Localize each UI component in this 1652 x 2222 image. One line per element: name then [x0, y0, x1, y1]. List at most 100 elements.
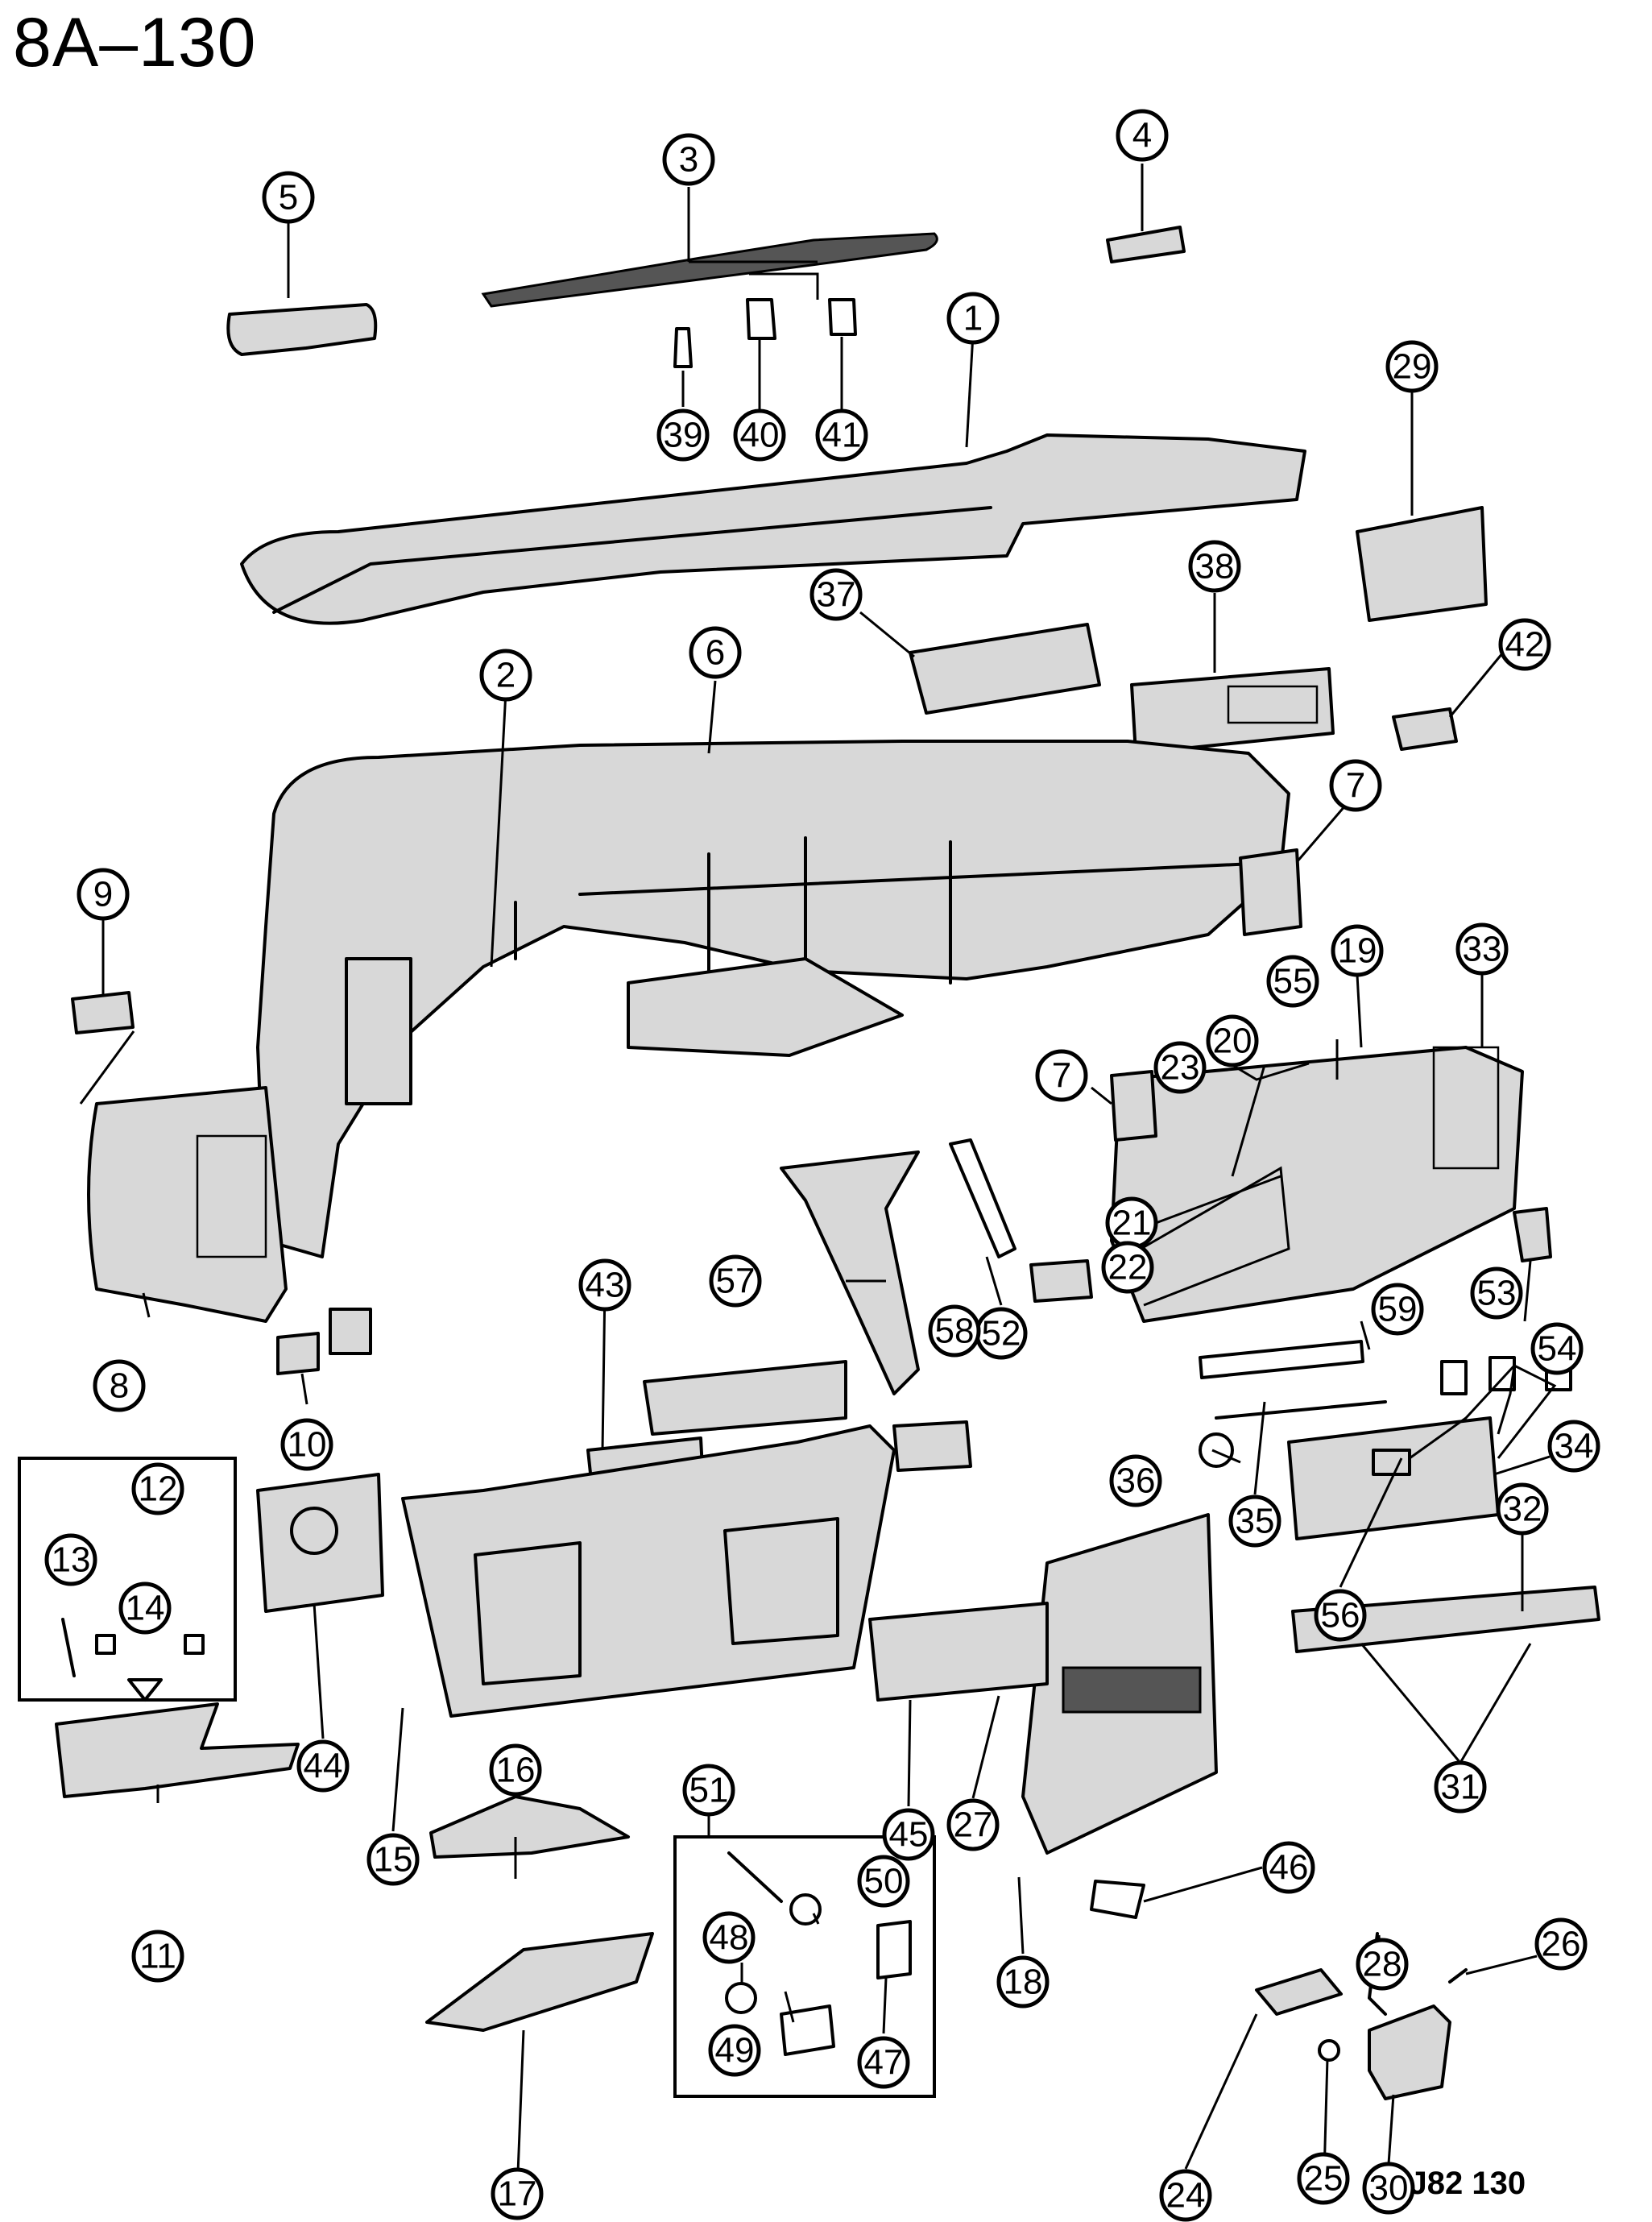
svg-text:3: 3 — [679, 140, 698, 180]
svg-text:1: 1 — [963, 299, 983, 338]
svg-text:45: 45 — [889, 1815, 929, 1855]
svg-text:15: 15 — [374, 1840, 413, 1880]
svg-text:27: 27 — [954, 1805, 993, 1845]
svg-text:21: 21 — [1112, 1204, 1152, 1243]
callout-39: 39 — [656, 408, 710, 462]
svg-text:31: 31 — [1441, 1768, 1480, 1807]
svg-text:57: 57 — [716, 1262, 756, 1301]
callout-53: 53 — [1470, 1266, 1523, 1320]
svg-text:47: 47 — [864, 2043, 904, 2083]
callout-4: 4 — [1116, 109, 1169, 162]
svg-text:17: 17 — [498, 2174, 537, 2214]
lighter-detail-box — [673, 1835, 936, 2098]
callout-13: 13 — [44, 1533, 97, 1586]
callout-52: 52 — [975, 1307, 1028, 1360]
svg-text:35: 35 — [1236, 1502, 1275, 1541]
callout-24: 24 — [1159, 2169, 1212, 2222]
svg-text:16: 16 — [496, 1751, 536, 1790]
callout-1: 1 — [946, 292, 1000, 345]
svg-text:49: 49 — [715, 2031, 755, 2071]
svg-text:24: 24 — [1166, 2176, 1206, 2216]
svg-text:23: 23 — [1161, 1048, 1200, 1088]
svg-text:41: 41 — [822, 416, 862, 455]
svg-text:12: 12 — [139, 1470, 178, 1509]
callout-48: 48 — [702, 1911, 756, 1964]
callout-3: 3 — [662, 133, 715, 186]
leader-lines — [79, 164, 1557, 2205]
svg-text:43: 43 — [586, 1266, 625, 1305]
svg-text:26: 26 — [1542, 1925, 1581, 1964]
svg-text:6: 6 — [706, 633, 725, 673]
svg-text:7: 7 — [1346, 766, 1365, 806]
svg-text:53: 53 — [1477, 1274, 1517, 1313]
hardware-detail-box — [18, 1457, 237, 1702]
callout-18: 18 — [996, 1955, 1050, 2009]
svg-text:39: 39 — [664, 416, 703, 455]
callout-32: 32 — [1496, 1482, 1549, 1536]
svg-text:33: 33 — [1463, 930, 1502, 969]
svg-text:7: 7 — [1052, 1056, 1071, 1096]
callout-50: 50 — [857, 1855, 910, 1908]
callout-56: 56 — [1314, 1589, 1367, 1642]
svg-text:25: 25 — [1304, 2159, 1344, 2199]
svg-text:8: 8 — [110, 1366, 129, 1406]
callout-47: 47 — [857, 2036, 910, 2089]
svg-text:44: 44 — [304, 1747, 343, 1786]
callout-26: 26 — [1534, 1917, 1588, 1971]
callout-16: 16 — [489, 1743, 542, 1797]
svg-text:51: 51 — [689, 1771, 729, 1810]
detail-boxes — [18, 1457, 936, 2098]
callout-44: 44 — [296, 1739, 350, 1793]
callout-10: 10 — [280, 1418, 333, 1471]
svg-text:48: 48 — [710, 1918, 749, 1958]
page-title: 8A–130 — [13, 4, 257, 81]
svg-text:37: 37 — [817, 575, 856, 615]
callout-23: 23 — [1153, 1041, 1207, 1094]
callout-7-upper: 7 — [1329, 759, 1382, 812]
svg-text:28: 28 — [1363, 1945, 1402, 1984]
svg-text:18: 18 — [1004, 1963, 1043, 2002]
callout-57: 57 — [709, 1254, 762, 1308]
svg-text:2: 2 — [496, 656, 515, 695]
callout-45: 45 — [882, 1808, 935, 1861]
svg-text:40: 40 — [740, 416, 780, 455]
callout-46: 46 — [1262, 1841, 1315, 1894]
svg-text:13: 13 — [52, 1540, 91, 1580]
callout-17: 17 — [491, 2167, 544, 2220]
svg-text:20: 20 — [1213, 1022, 1252, 1061]
callout-8: 8 — [93, 1359, 146, 1412]
svg-text:22: 22 — [1108, 1248, 1148, 1287]
svg-text:42: 42 — [1505, 625, 1545, 665]
svg-text:46: 46 — [1269, 1848, 1309, 1888]
callout-51: 51 — [682, 1764, 735, 1817]
callout-11: 11 — [131, 1930, 184, 1983]
callouts: 1 2 3 4 5 6 7 7 8 9 10 11 12 13 14 15 16… — [44, 109, 1600, 2222]
callout-43: 43 — [578, 1258, 631, 1312]
svg-text:9: 9 — [93, 875, 113, 914]
part-drawings — [55, 226, 1600, 2100]
callout-38: 38 — [1188, 540, 1241, 593]
callout-30: 30 — [1362, 2162, 1415, 2215]
callout-42: 42 — [1498, 618, 1551, 671]
callout-25: 25 — [1297, 2152, 1350, 2205]
callout-41: 41 — [815, 408, 868, 462]
svg-text:36: 36 — [1116, 1461, 1156, 1501]
svg-text:52: 52 — [982, 1314, 1021, 1354]
callout-49: 49 — [708, 2024, 761, 2077]
callout-14: 14 — [118, 1582, 172, 1635]
callout-58: 58 — [928, 1304, 981, 1358]
callout-35: 35 — [1228, 1494, 1281, 1548]
callout-27: 27 — [946, 1798, 1000, 1851]
svg-text:34: 34 — [1555, 1427, 1594, 1466]
svg-text:50: 50 — [864, 1862, 904, 1901]
svg-text:19: 19 — [1338, 931, 1377, 971]
callout-9: 9 — [77, 868, 130, 921]
callout-22: 22 — [1101, 1241, 1154, 1294]
callout-7-lower: 7 — [1035, 1049, 1088, 1102]
callout-34: 34 — [1547, 1420, 1600, 1473]
callout-54: 54 — [1530, 1322, 1584, 1375]
svg-text:14: 14 — [126, 1589, 165, 1628]
svg-text:55: 55 — [1273, 962, 1313, 1001]
callout-40: 40 — [733, 408, 786, 462]
